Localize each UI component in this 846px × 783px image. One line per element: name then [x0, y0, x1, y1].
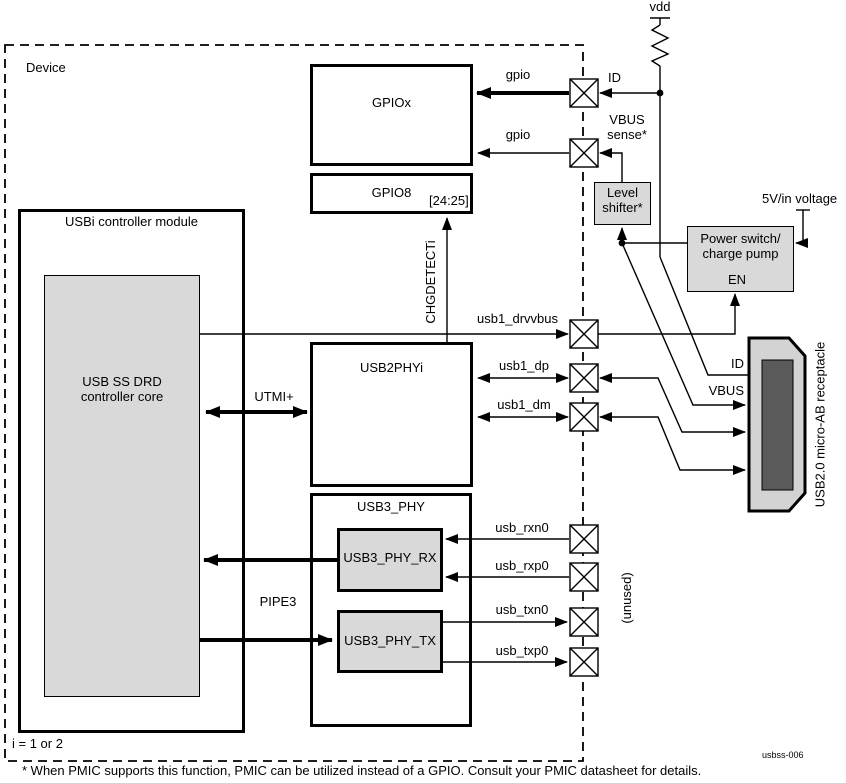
- vbus-sense-label-line2: sense*: [607, 127, 647, 142]
- level-shifter-block: [594, 182, 651, 225]
- core-label-line2: controller core: [80, 389, 164, 404]
- wire-5v-into-power-switch: [795, 210, 808, 248]
- gpio-bottom-label: gpio: [505, 127, 531, 142]
- usb2phy-label: USB2PHYi: [359, 360, 424, 375]
- usb-rxn0-label: usb_rxn0: [495, 520, 549, 535]
- usbi-module-label: USBi controller module: [65, 214, 198, 229]
- usb-txp0-label: usb_txp0: [495, 643, 549, 658]
- gpio8-bits-label: [24:25]: [429, 193, 469, 208]
- gpio-top-label: gpio: [505, 67, 531, 82]
- gpiox-block: [310, 64, 473, 166]
- core-label-line1: USB SS DRD: [82, 374, 162, 389]
- vbus-sense-label-line1: VBUS: [609, 112, 645, 127]
- level-shifter-label-line2: shifter*: [602, 200, 643, 215]
- io-pad-icon: [569, 138, 599, 168]
- wire-dm-right: [599, 412, 746, 475]
- pullup-resistor-icon: [650, 17, 670, 67]
- wire-drvvbus-to-en: [598, 293, 740, 335]
- io-pad-row: [569, 78, 599, 677]
- receptacle-id-label: ID: [731, 356, 744, 371]
- pipe3-label: PIPE3: [259, 594, 297, 609]
- usb3phy-rx-block: [337, 528, 443, 592]
- gpiox-label: GPIOx: [371, 95, 411, 110]
- io-pad-icon: [569, 524, 599, 554]
- receptacle-label: USB2.0 micro-AB receptacle: [812, 341, 828, 508]
- io-pad-icon: [569, 402, 599, 432]
- receptacle-vbus-label: VBUS: [708, 383, 744, 398]
- usb-ss-drd-core-block: [44, 275, 200, 697]
- usb1-dp-label: usb1_dp: [499, 358, 549, 373]
- power-switch-block: [687, 226, 794, 292]
- footnote-label: * When PMIC supports this function, PMIC…: [22, 763, 702, 778]
- usb-receptacle-icon: [747, 336, 807, 513]
- io-pad-icon: [569, 319, 599, 349]
- unused-label: (unused): [619, 572, 634, 624]
- usb3phy-label: USB3_PHY: [357, 499, 425, 514]
- io-pad-icon: [569, 363, 599, 393]
- wire-vbus-sense: [599, 148, 623, 182]
- power-switch-label-line2: charge pump: [702, 246, 779, 261]
- usb-rxp0-label: usb_rxp0: [495, 558, 549, 573]
- wire-vbus-to-receptacle: [621, 242, 746, 410]
- io-pad-icon: [569, 607, 599, 637]
- figure-id-label: usbss-006: [762, 750, 804, 760]
- io-pad-icon: [569, 647, 599, 677]
- supply-5v-label: 5V/in voltage: [762, 191, 838, 206]
- utmi-label: UTMI+: [254, 389, 294, 404]
- usb3phy-rx-label: USB3_PHY_RX: [343, 550, 437, 565]
- power-switch-en-label: EN: [727, 272, 747, 287]
- device-label: Device: [26, 60, 66, 75]
- usb1-dm-label: usb1_dm: [497, 397, 551, 412]
- level-shifter-label-line1: Level: [606, 185, 639, 200]
- vdd-label: vdd: [649, 0, 671, 14]
- power-switch-label-line1: Power switch/: [700, 231, 781, 246]
- io-pad-icon: [569, 78, 599, 108]
- index-note-label: i = 1 or 2: [12, 736, 63, 751]
- junction-dot: [656, 89, 664, 97]
- usb3phy-tx-block: [337, 610, 443, 673]
- junction-dot: [618, 239, 626, 247]
- chgdetect-label: CHGDETECTi: [423, 240, 438, 324]
- usb-txn0-label: usb_txn0: [495, 602, 549, 617]
- usb1-drvvbus-label: usb1_drvvbus: [477, 311, 558, 326]
- gpio8-label: GPIO8: [371, 185, 412, 200]
- usb3phy-tx-label: USB3_PHY_TX: [344, 633, 436, 648]
- usb2phy-block: [310, 342, 473, 487]
- id-pad-label: ID: [608, 70, 621, 85]
- gpio8-block: [310, 173, 473, 214]
- io-pad-icon: [569, 562, 599, 592]
